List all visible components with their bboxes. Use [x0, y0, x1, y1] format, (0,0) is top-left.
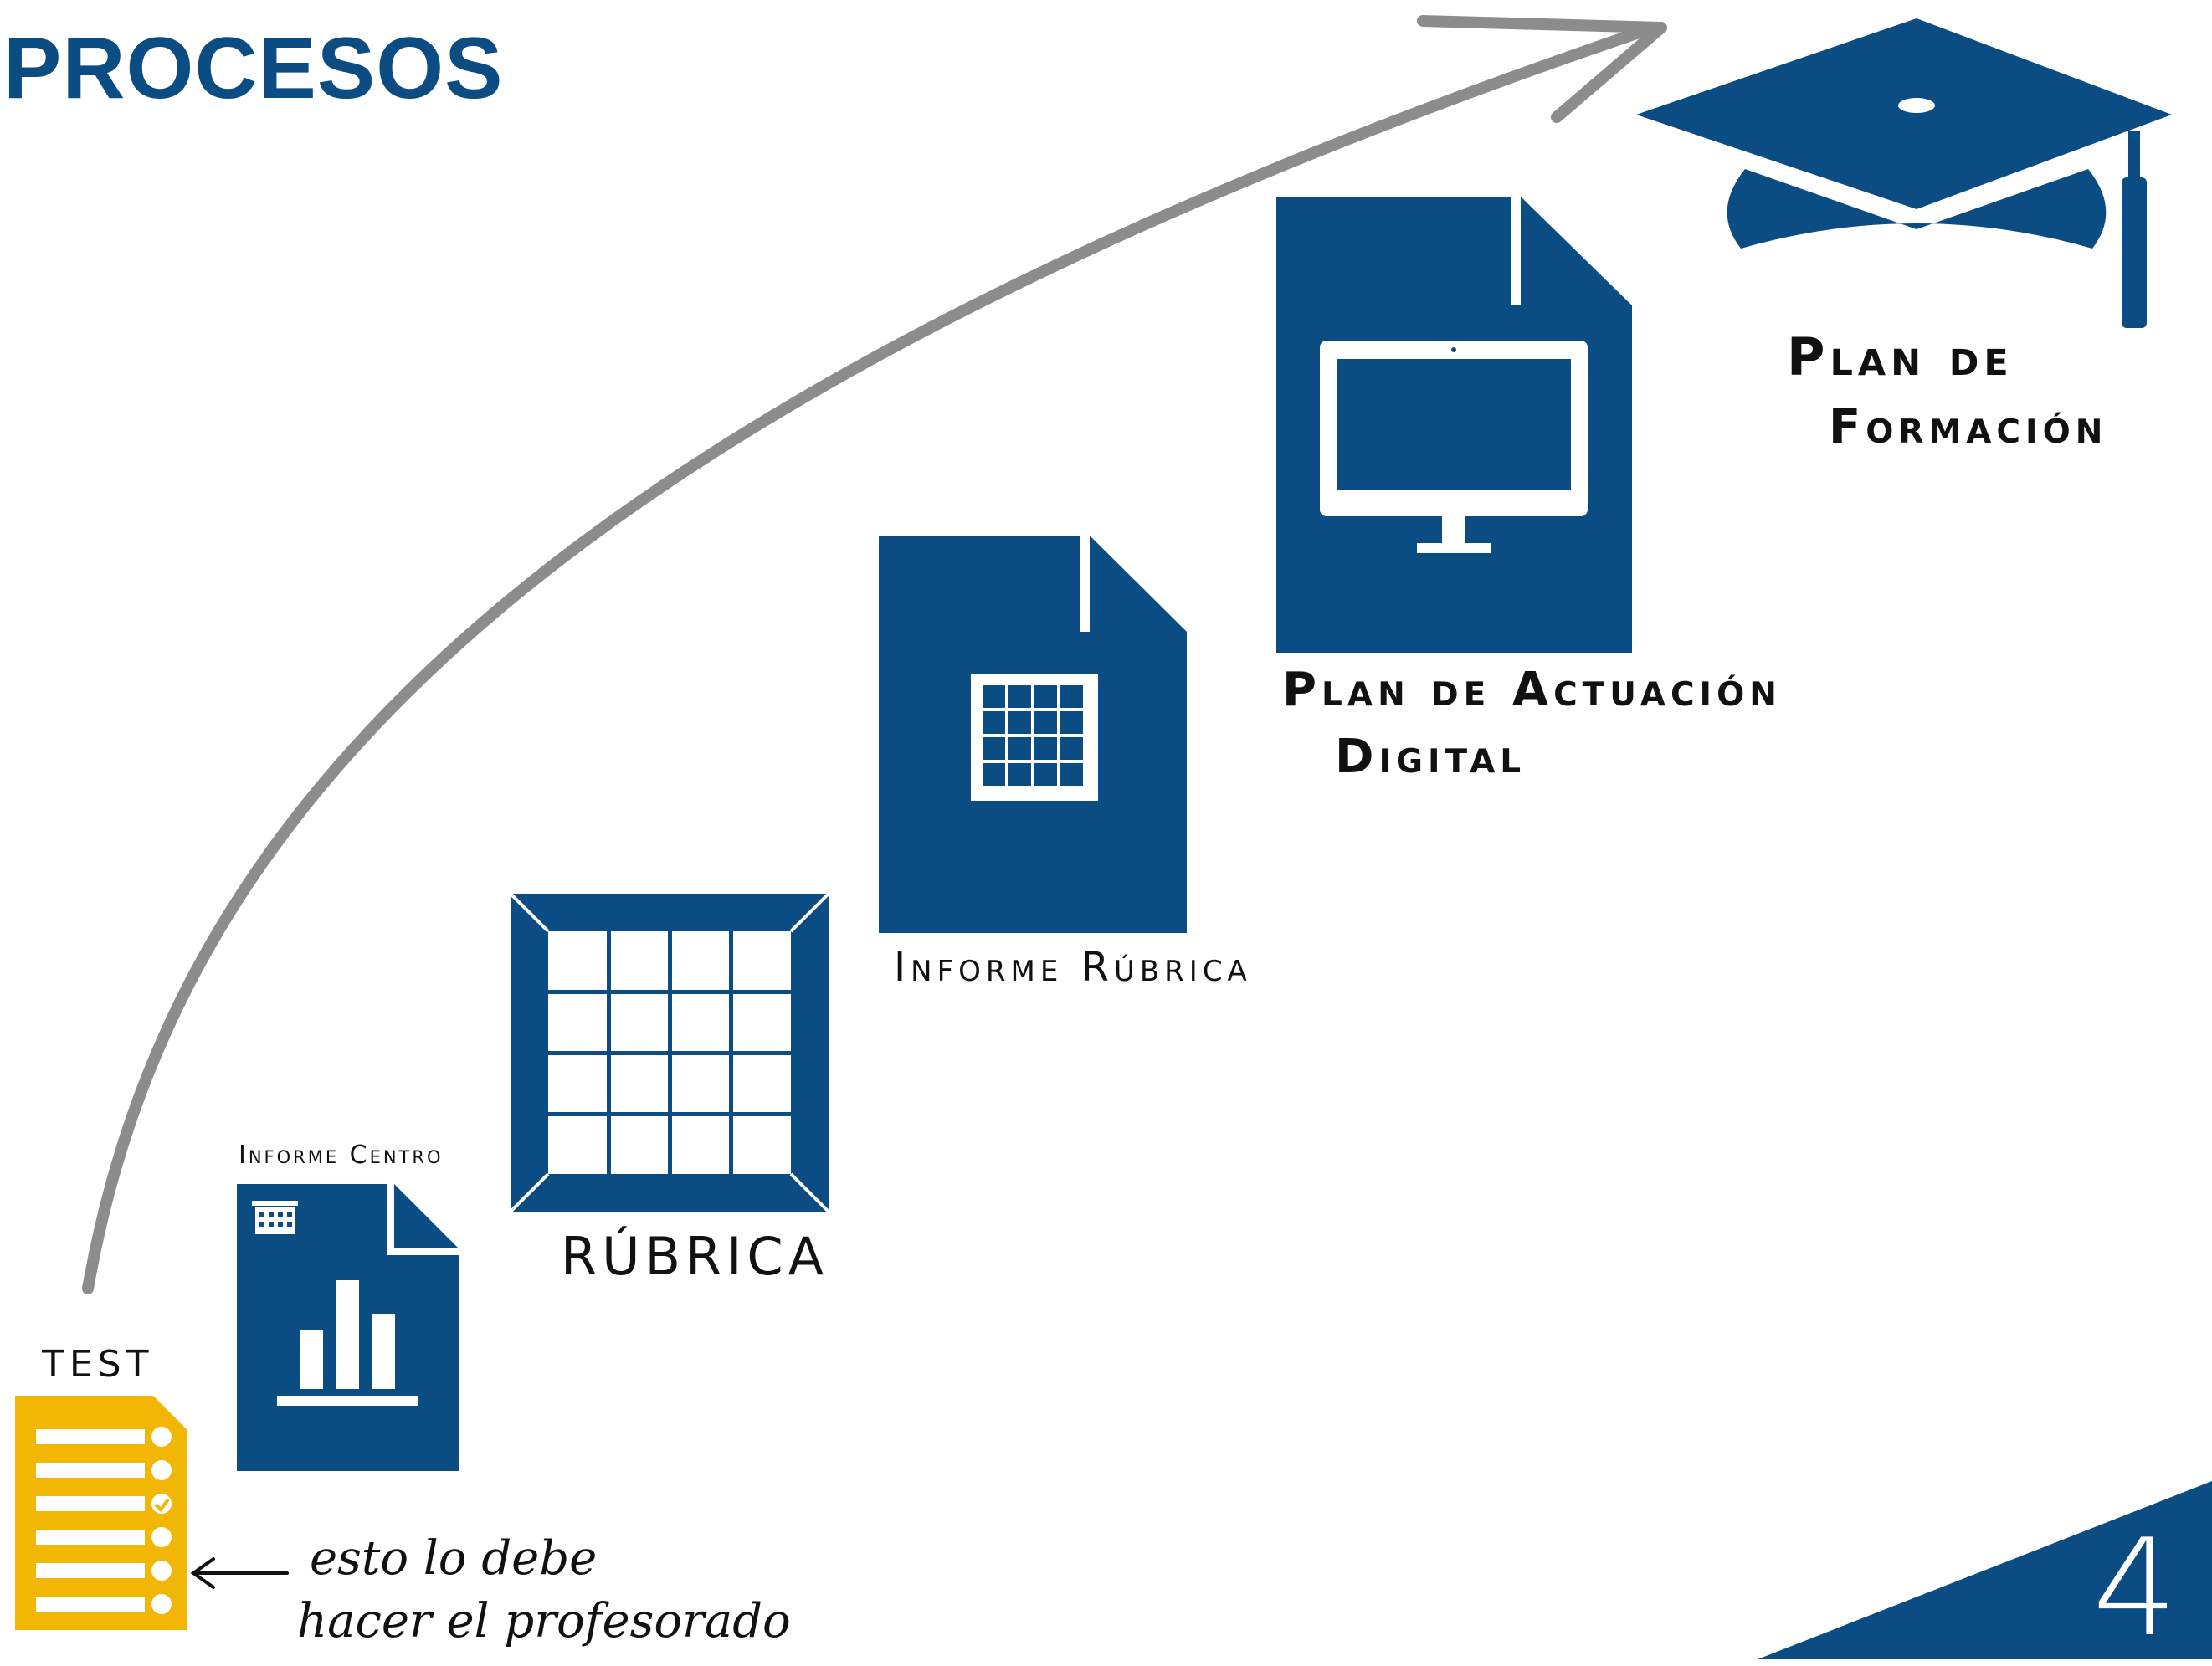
test-label: TEST [42, 1343, 154, 1386]
grid-icon [509, 892, 830, 1213]
plan-formacion-line2: Formación [1829, 400, 2108, 454]
plan-actuacion-line2: Digital [1335, 730, 1527, 784]
building-icon [252, 1201, 298, 1234]
plan-formacion-line1: Plan de [1787, 326, 2014, 387]
document-grid-icon [879, 536, 1187, 933]
note-line1: esto lo debe [310, 1531, 598, 1586]
document-chart-icon [237, 1184, 459, 1471]
graduation-cap-icon [1636, 18, 2172, 328]
informe-centro-label: Informe Centro [239, 1141, 444, 1170]
informe-rubrica-label: Informe Rúbrica [894, 944, 1252, 991]
plan-actuacion-line1: Plan de Actuación [1282, 663, 1782, 717]
document-monitor-icon [1276, 197, 1632, 653]
checklist-icon [15, 1396, 187, 1630]
note-arrow-icon [190, 1557, 289, 1589]
corner-triangle [1758, 1481, 2212, 1659]
page-title: PROCESOS [3, 20, 504, 117]
note-line2: hacer el profesorado [297, 1594, 791, 1648]
rubrica-label: RÚBRICA [561, 1226, 829, 1287]
page-number: 4 [2092, 1510, 2178, 1666]
